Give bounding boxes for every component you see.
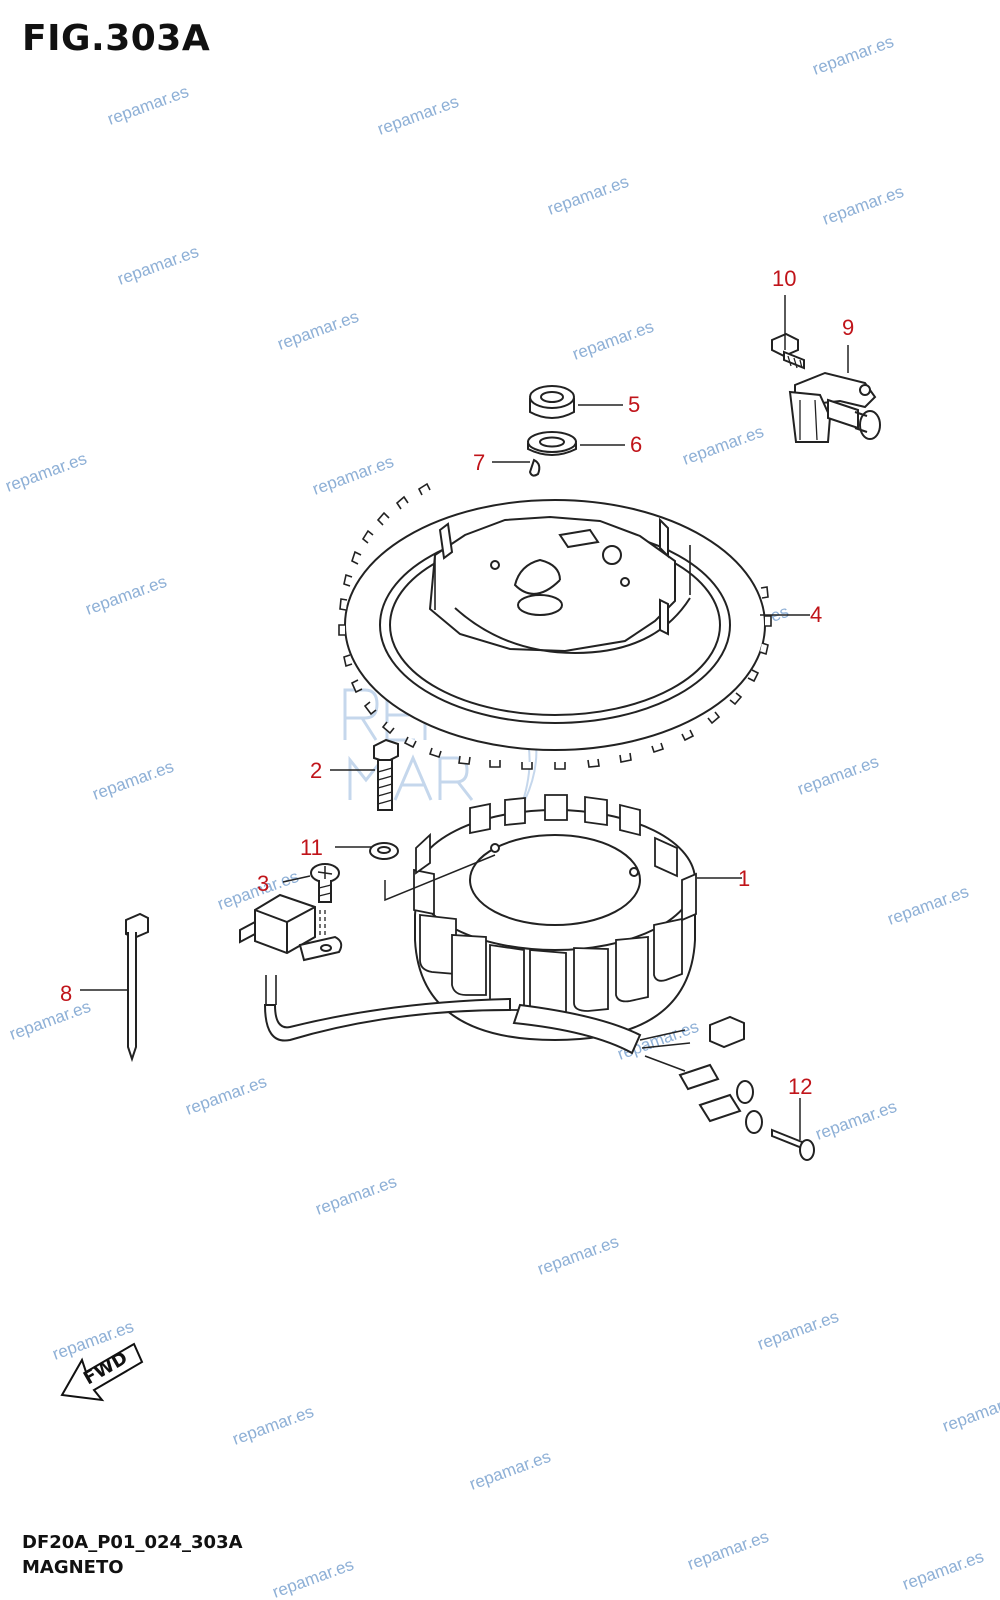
watermark: repamar.es <box>535 1232 621 1279</box>
figure-title: FIG.303A <box>22 18 211 59</box>
callout-4: 4 <box>810 602 822 627</box>
callout-9: 9 <box>842 315 854 340</box>
watermark: repamar.es <box>7 997 93 1044</box>
part-10-bolt <box>771 332 805 370</box>
part-4-flywheel <box>338 482 772 770</box>
callout-10: 10 <box>772 266 796 291</box>
part-9-sensor <box>788 371 881 443</box>
part-7-key <box>528 458 541 477</box>
watermark: repamar.es <box>685 1527 771 1574</box>
flywheel-teeth <box>338 482 772 770</box>
watermark: repamar.es <box>115 242 201 289</box>
watermark: repamar.es <box>375 92 461 139</box>
watermark: repamar.es <box>810 32 896 79</box>
figure-name: MAGNETO <box>22 1557 124 1578</box>
watermark: repamar.es <box>230 1402 316 1449</box>
part-2-bolt <box>373 738 399 811</box>
pickup-coil <box>239 893 343 962</box>
watermark: repamar.es <box>467 1447 553 1494</box>
callout-5: 5 <box>628 392 640 417</box>
watermark: repamar.es <box>795 752 881 799</box>
callout-7: 7 <box>473 450 485 475</box>
part-11-washer <box>369 842 399 860</box>
watermark: repamar.es <box>545 172 631 219</box>
watermark: repamar.es <box>680 422 766 469</box>
watermark: repamar.es <box>3 449 89 496</box>
callout-1: 1 <box>738 866 750 891</box>
watermark: repamar.es <box>813 1097 899 1144</box>
leader-lines <box>80 295 849 1140</box>
part-8-cable-tie <box>125 912 149 1063</box>
watermark: repamar.es <box>105 82 191 129</box>
part-12-pin <box>771 1128 815 1161</box>
callout-11: 11 <box>300 835 323 860</box>
watermark: repamar.es <box>940 1389 1000 1436</box>
callout-3: 3 <box>257 871 269 896</box>
watermark: repamar.es <box>310 452 396 499</box>
watermark: repamar.es <box>313 1172 399 1219</box>
watermark: repamar.es <box>183 1072 269 1119</box>
watermark: repamar.es <box>270 1555 356 1600</box>
callout-numbers: 1 2 3 4 5 6 7 8 9 10 11 12 <box>60 266 854 1099</box>
figure-code: DF20A_P01_024_303A <box>22 1532 243 1553</box>
stator-coils <box>413 794 697 1014</box>
watermark: repamar.es <box>885 882 971 929</box>
watermark: repamar.es <box>900 1547 986 1594</box>
part-6-washer <box>527 431 577 456</box>
part-3-screw <box>310 863 340 903</box>
callout-8: 8 <box>60 981 72 1006</box>
watermark: repamar.es <box>83 572 169 619</box>
watermark: repamar.es <box>90 757 176 804</box>
watermark: repamar.es <box>275 307 361 354</box>
watermark: repamar.es <box>570 317 656 364</box>
part-1-stator <box>263 794 763 1134</box>
callout-2: 2 <box>310 758 322 783</box>
part-5-nut <box>529 385 575 419</box>
watermark: repamar.es <box>820 182 906 229</box>
callout-6: 6 <box>630 432 642 457</box>
callout-12: 12 <box>788 1074 812 1099</box>
watermark: repamar.es <box>755 1307 841 1354</box>
